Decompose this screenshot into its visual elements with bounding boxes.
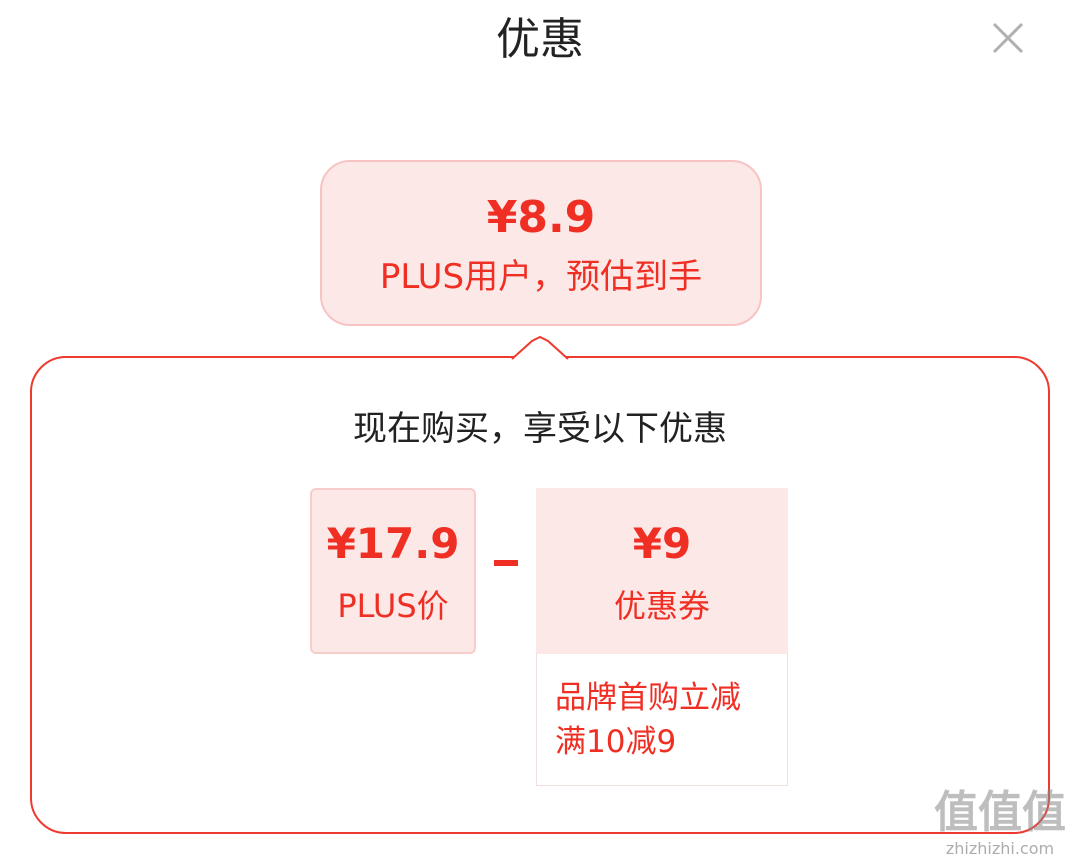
- estimated-price-label: PLUS用户，预估到手: [379, 257, 703, 297]
- coupon-value: ¥9: [632, 519, 692, 568]
- coupon-detail-line: 满10减9: [555, 724, 677, 760]
- coupon-card: ¥9 优惠券: [536, 488, 788, 654]
- close-button[interactable]: [988, 18, 1028, 58]
- coupon-detail: 品牌首购立减 满10减9: [536, 654, 788, 786]
- close-icon: [992, 22, 1024, 54]
- estimated-price-bubble: ¥8.9 PLUS用户，预估到手: [320, 160, 762, 326]
- estimated-price: ¥8.9: [486, 192, 596, 243]
- minus-icon: [494, 560, 518, 566]
- watermark: 值值值 zhizhizhi.com: [930, 788, 1070, 864]
- discount-heading: 现在购买，享受以下优惠: [353, 409, 727, 449]
- plus-price-card: ¥17.9 PLUS价: [310, 488, 476, 654]
- plus-price-label: PLUS价: [337, 587, 449, 625]
- coupon-label: 优惠券: [613, 587, 710, 625]
- watermark-url: zhizhizhi.com: [945, 839, 1055, 858]
- sheet-title: 优惠: [496, 14, 584, 65]
- coupon-detail-line: 品牌首购立减: [555, 680, 741, 716]
- plus-price-value: ¥17.9: [326, 519, 460, 568]
- bubble-pointer: [511, 335, 569, 360]
- watermark-logo: 值值值: [934, 787, 1066, 838]
